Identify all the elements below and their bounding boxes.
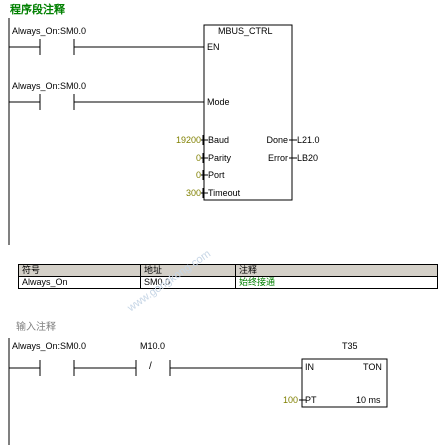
timeout-value[interactable]: 300 [185, 188, 201, 198]
header-comment: 注释 [235, 264, 438, 277]
pin-done: Done [266, 135, 288, 145]
pin-en: EN [207, 42, 220, 52]
contact-m10-0-nc[interactable] [135, 360, 171, 376]
pin-timeout: Timeout [208, 188, 241, 198]
nc-slash-symbol: / [149, 361, 152, 372]
contact-1-label: Always_On:SM0.0 [12, 26, 87, 36]
contact-m10-label: M10.0 [140, 341, 166, 351]
timer-resolution: 10 ms [356, 395, 381, 405]
pin-mode: Mode [207, 97, 230, 107]
timer-pt-value[interactable]: 100 [282, 395, 298, 405]
parity-value[interactable]: 0 [195, 153, 201, 163]
done-output[interactable]: L21.0 [297, 135, 320, 145]
pin-parity: Parity [208, 153, 232, 163]
pin-baud: Baud [208, 135, 230, 145]
port-value[interactable]: 0 [195, 170, 201, 180]
network-2-comment: 输入注释 [16, 322, 56, 333]
cell-comment[interactable]: 始终接通 [235, 276, 438, 289]
contact-always-on-3[interactable] [9, 360, 75, 376]
network-1-comment: 程序段注释 [10, 4, 65, 16]
header-symbol: 符号 [18, 264, 141, 277]
pin-error: Error [268, 153, 288, 163]
mbus-ctrl-block[interactable] [203, 24, 293, 201]
pin-port: Port [208, 170, 225, 180]
timer-type: TON [363, 362, 382, 372]
contact-3-label: Always_On:SM0.0 [12, 341, 87, 351]
table-row: Always_On SM0.0 始终接通 [18, 276, 438, 289]
symbol-table-header: 符号 地址 注释 [18, 264, 438, 277]
timer-pin-in: IN [305, 362, 314, 372]
contact-always-on-1[interactable] [9, 39, 75, 55]
timer-t35-block[interactable] [301, 358, 388, 408]
contact-2-label: Always_On:SM0.0 [12, 81, 87, 91]
timer-pin-pt: PT [305, 395, 317, 405]
timer-name: T35 [342, 341, 358, 351]
cell-symbol[interactable]: Always_On [18, 276, 141, 289]
block-name: MBUS_CTRL [218, 26, 273, 36]
error-output[interactable]: LB20 [297, 153, 319, 163]
contact-always-on-2[interactable] [9, 94, 75, 110]
symbol-table: 符号 地址 注释 Always_On SM0.0 始终接通 [18, 264, 438, 289]
baud-value[interactable]: 19200 [175, 135, 201, 145]
